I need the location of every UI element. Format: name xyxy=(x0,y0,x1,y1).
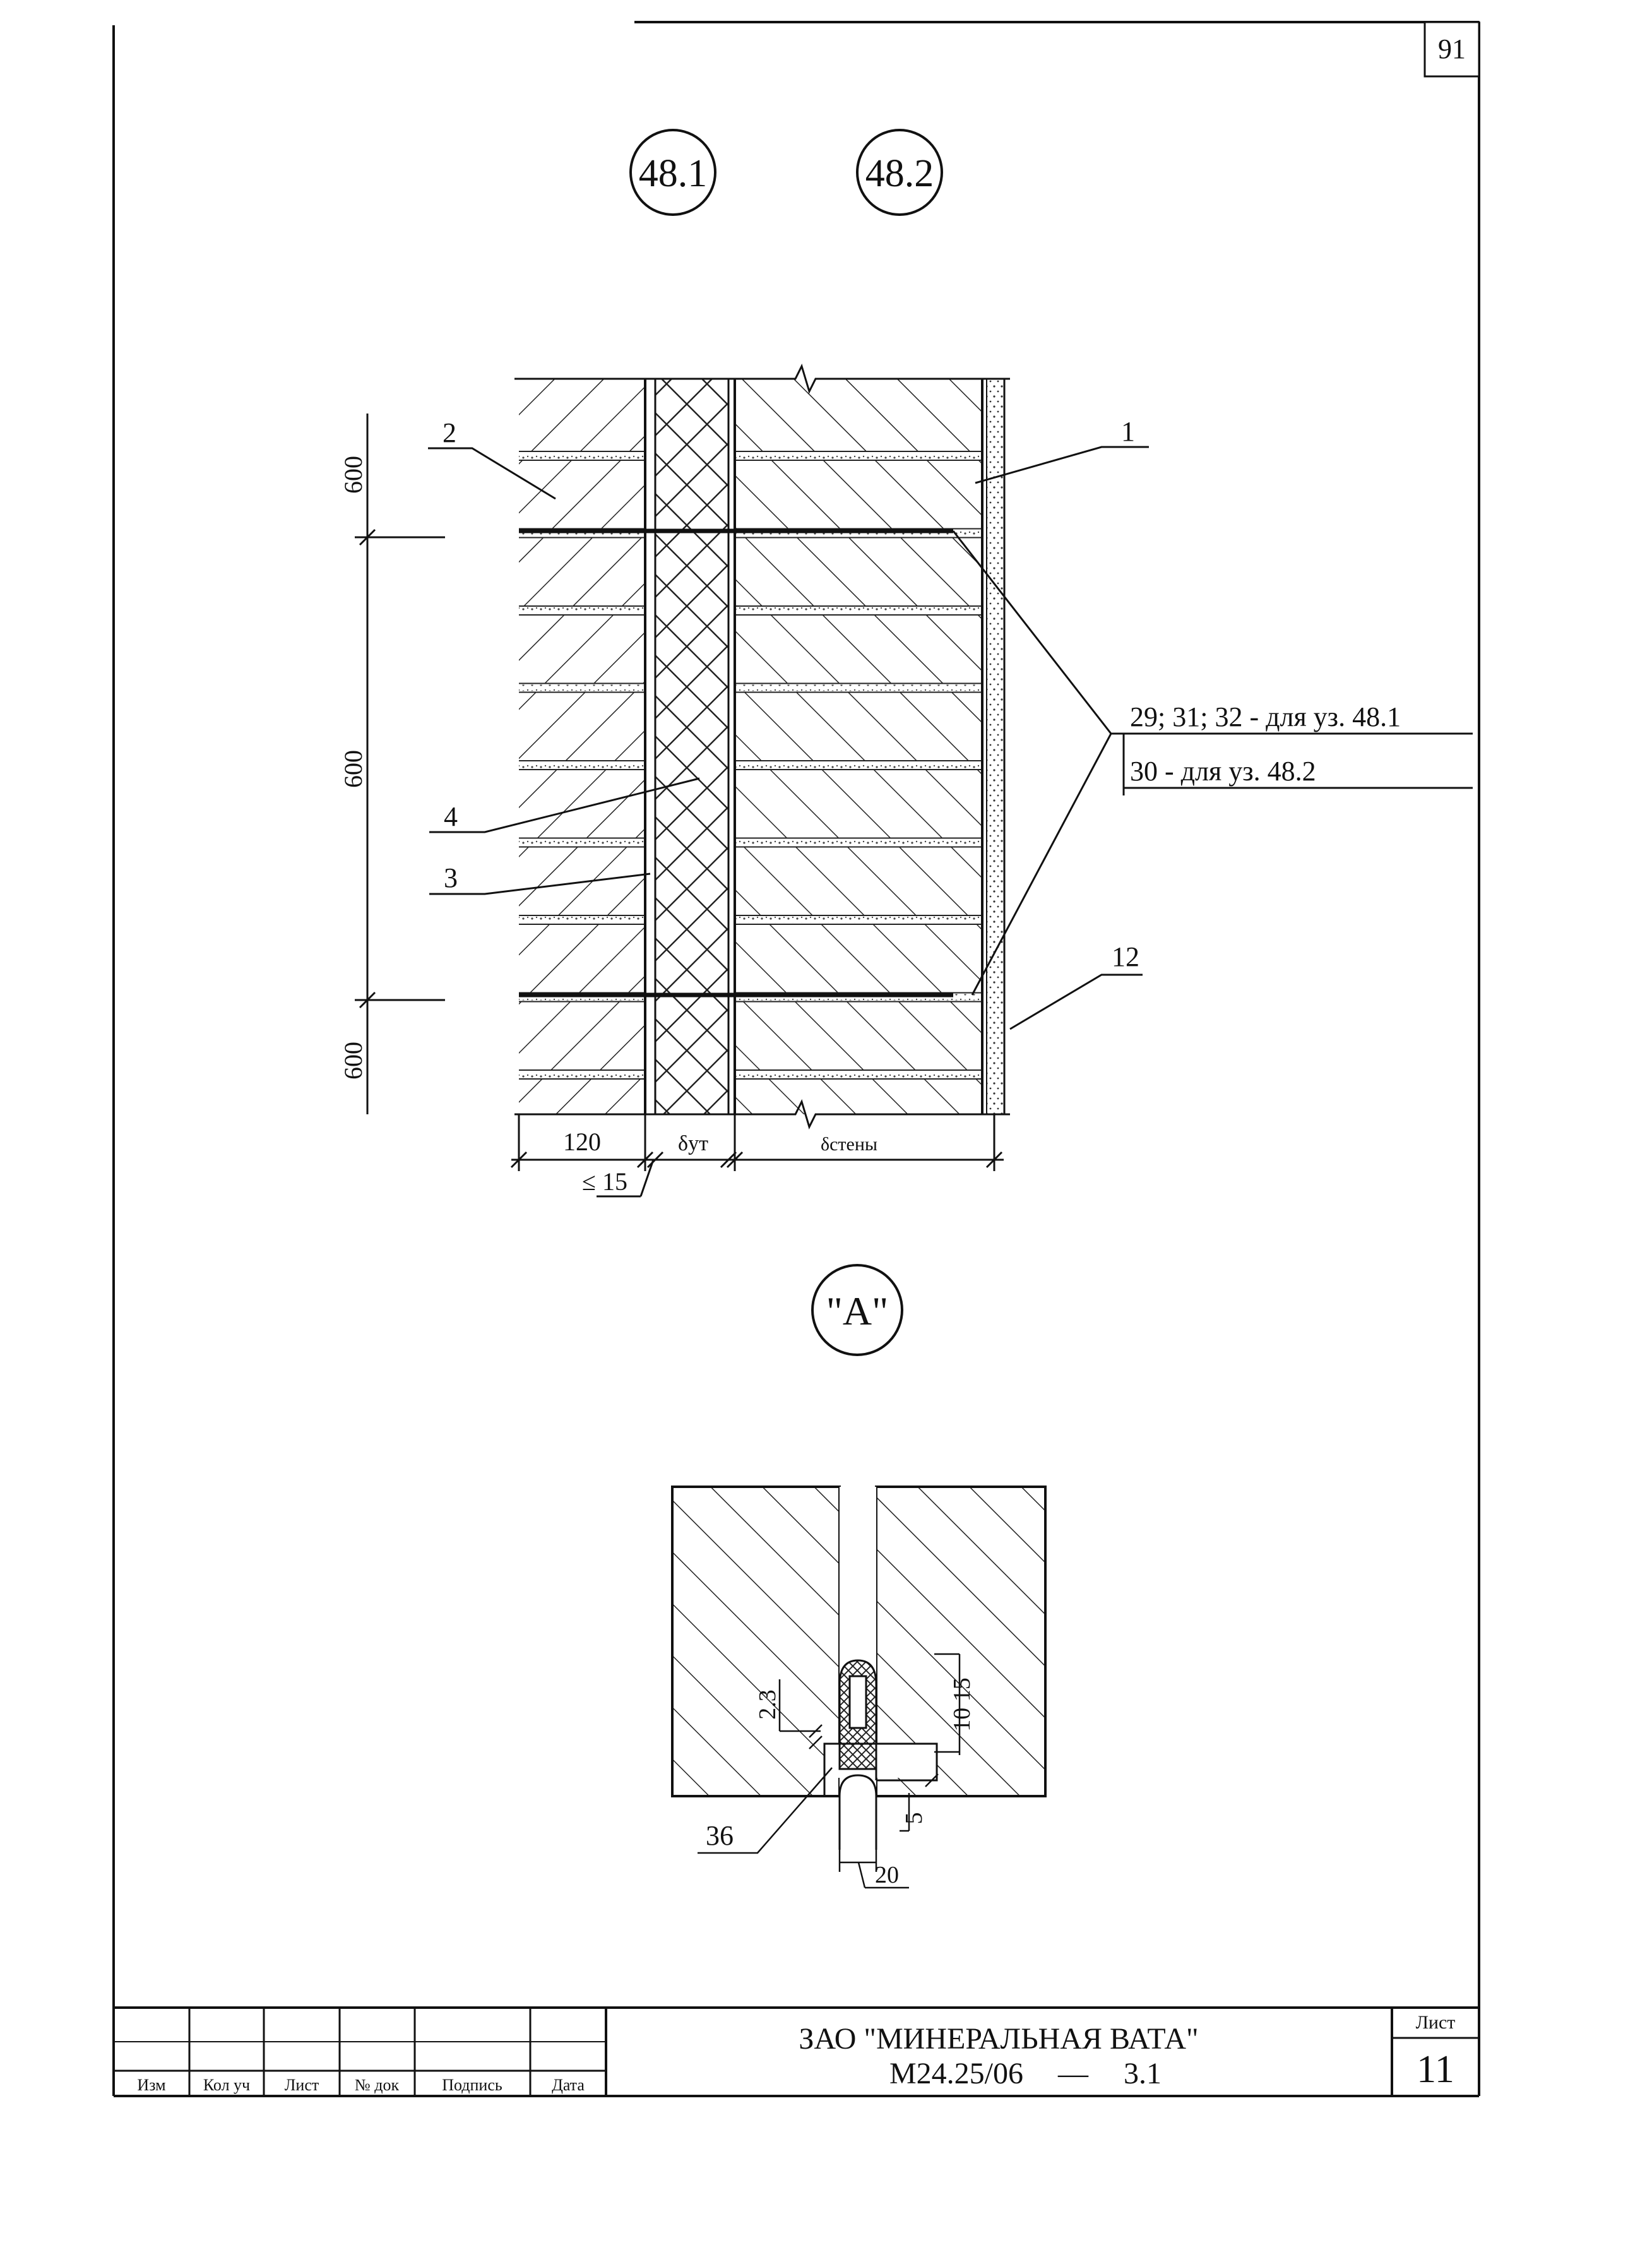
vertical-dimension xyxy=(355,414,445,1114)
tie-anchors xyxy=(519,528,953,997)
dim-gap: ≤ 15 xyxy=(582,1167,627,1196)
page-number: 91 xyxy=(1438,33,1466,64)
wall-section: 600 600 600 120 ≤ 15 δут δстены xyxy=(339,363,1473,1198)
node-mark-48-2: 48.2 xyxy=(856,129,943,216)
header-list: Лист xyxy=(285,2076,319,2094)
code-dash: — xyxy=(1057,2057,1089,2090)
detail-a-dimensions xyxy=(698,1653,961,1889)
organization-name: ЗАО "МИНЕРАЛЬНАЯ ВАТА" xyxy=(799,2022,1198,2056)
header-date: Дата xyxy=(552,2076,585,2094)
callout-2: 2 xyxy=(443,417,456,448)
ties-note-48-2: 30 - для уз. 48.2 xyxy=(1130,756,1316,787)
node-mark-48-1: 48.1 xyxy=(629,129,716,216)
header-signature: Подпись xyxy=(442,2076,502,2094)
header-izm: Изм xyxy=(137,2076,165,2094)
insulation-layer xyxy=(655,379,728,1114)
break-lines xyxy=(514,363,1010,1130)
callout-4: 4 xyxy=(444,801,458,832)
dim-2-3: 2.3 xyxy=(754,1689,781,1720)
section-number: 3.1 xyxy=(1124,2057,1162,2090)
bottom-dimension xyxy=(510,1114,1004,1198)
svg-text:48.1: 48.1 xyxy=(639,152,708,195)
svg-text:48.2: 48.2 xyxy=(865,152,934,195)
sheet-frame xyxy=(112,21,1480,2097)
backer-rod xyxy=(838,1774,877,1850)
title-block: Изм Кол уч Лист № док Подпись Дата ЗАО "… xyxy=(114,2006,1479,2096)
document-code: М24.25/06 xyxy=(889,2057,1023,2090)
sheet-number: 11 xyxy=(1417,2048,1454,2091)
svg-text:"A": "A" xyxy=(826,1289,888,1333)
detail-mark-a: "A" xyxy=(811,1264,903,1356)
dim-wall: δстены xyxy=(821,1134,877,1155)
dim-600-bottom: 600 xyxy=(339,1042,367,1080)
detail-a: 2.3 10 15 5 20 36 xyxy=(671,1486,1047,1889)
header-doc-no: № док xyxy=(355,2076,400,2094)
dim-120: 120 xyxy=(563,1128,601,1156)
callout-36: 36 xyxy=(706,1820,734,1851)
dim-5: 5 xyxy=(901,1813,927,1825)
page-number-box: 91 xyxy=(1423,21,1480,78)
dim-insulation: δут xyxy=(678,1132,708,1155)
header-kol-uch: Кол уч xyxy=(203,2076,250,2094)
callout-1: 1 xyxy=(1121,416,1135,447)
ties-note-48-1: 29; 31; 32 - для уз. 48.1 xyxy=(1130,701,1401,732)
sheet-label: Лист xyxy=(1416,2012,1456,2033)
callout-12: 12 xyxy=(1112,941,1139,972)
dim-600-top: 600 xyxy=(339,456,367,494)
callout-3: 3 xyxy=(444,862,458,893)
interior-plaster xyxy=(987,379,1004,1114)
callout-leaders xyxy=(428,446,1473,1030)
dim-600-middle: 600 xyxy=(339,750,367,788)
dim-10-15: 10 15 xyxy=(949,1677,975,1732)
dim-20: 20 xyxy=(875,1862,899,1888)
